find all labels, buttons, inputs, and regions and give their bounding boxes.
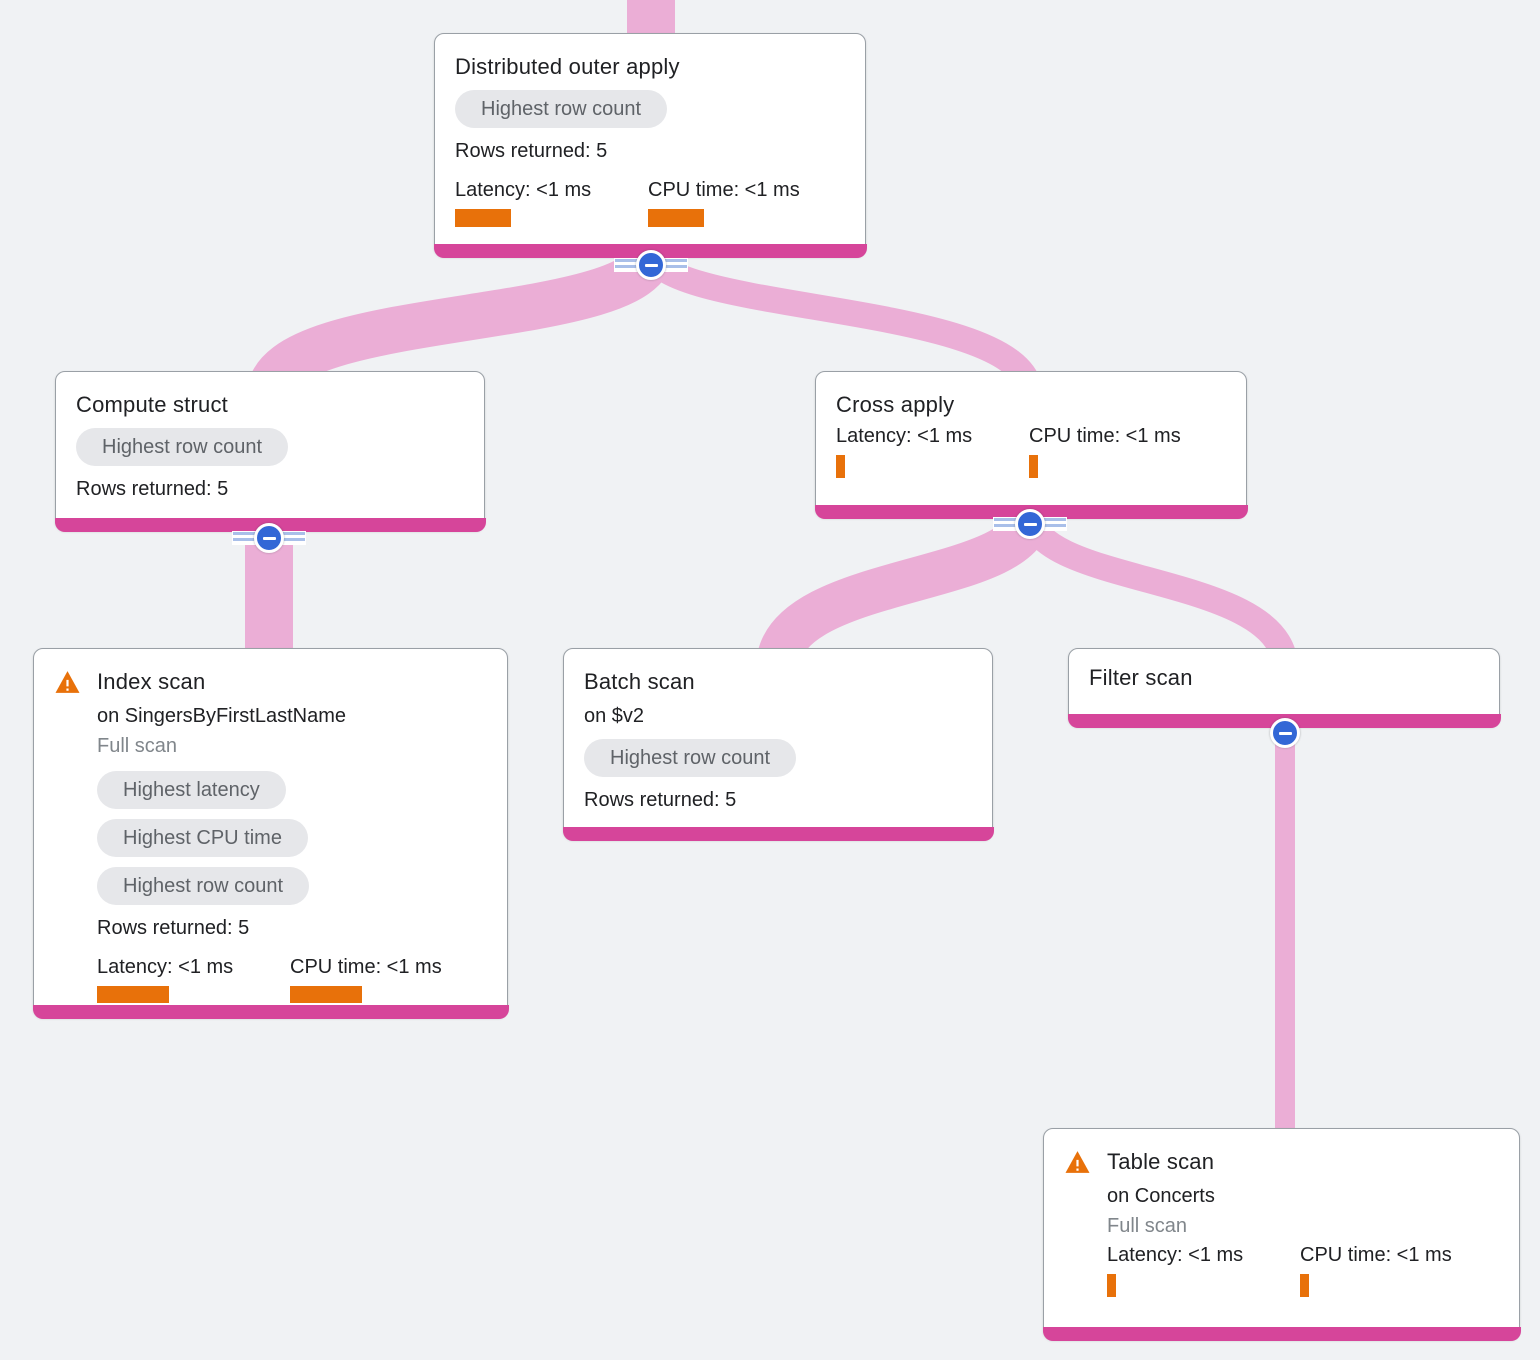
collapse-button-cross-apply[interactable] <box>993 509 1067 539</box>
cpu-time-bar <box>290 986 362 1003</box>
badge-highest-row-count: Highest row count <box>97 867 310 905</box>
scan-target-label: on $v2 <box>584 705 645 727</box>
badge-highest-row-count: Highest row count <box>455 90 668 128</box>
node-cross-apply[interactable]: Cross apply Latency: <1 ms CPU time: <1 … <box>814 371 1248 519</box>
latency-label: Latency: <1 ms <box>97 956 234 978</box>
node-title: Table scan <box>1107 1149 1215 1174</box>
node-table-scan[interactable]: Table scan on Concerts Full scan Latency… <box>1042 1128 1521 1341</box>
cpu-time-bar <box>1300 1274 1309 1297</box>
node-accent-bar <box>1042 1326 1521 1341</box>
edge-root-to-cross-apply <box>638 246 1043 397</box>
latency-label: Latency: <1 ms <box>1107 1244 1244 1266</box>
node-title: Distributed outer apply <box>455 54 680 79</box>
edge-cross-apply-to-filter-scan <box>1017 510 1298 670</box>
minus-circle-icon[interactable] <box>1015 509 1045 539</box>
rows-returned-label: Rows returned: 5 <box>97 917 250 939</box>
warning-triangle-icon <box>55 671 80 693</box>
collapse-button-distributed-outer-apply[interactable] <box>614 250 688 280</box>
rows-returned-label: Rows returned: 5 <box>584 789 737 811</box>
node-filter-scan[interactable]: Filter scan <box>1067 648 1501 728</box>
edge-root-to-compute-struct <box>247 245 674 399</box>
node-title: Filter scan <box>1089 665 1193 690</box>
cpu-time-label: CPU time: <1 ms <box>1029 425 1181 447</box>
badge-highest-latency: Highest latency <box>97 771 286 809</box>
latency-bar <box>836 455 845 478</box>
node-index-scan[interactable]: Index scan on SingersByFirstLastName Ful… <box>32 648 509 1019</box>
collapse-button-compute-struct[interactable] <box>232 523 306 553</box>
cpu-time-bar <box>1029 455 1038 478</box>
scan-type-label: Full scan <box>1107 1215 1188 1237</box>
badge-highest-row-count: Highest row count <box>76 428 289 466</box>
badge-highest-cpu-time: Highest CPU time <box>97 819 308 857</box>
collapse-button-filter-scan[interactable] <box>1248 718 1322 748</box>
rows-returned-label: Rows returned: 5 <box>455 140 608 162</box>
latency-bar <box>455 209 511 227</box>
latency-label: Latency: <1 ms <box>455 179 592 201</box>
warning-triangle-icon <box>1065 1151 1090 1173</box>
node-title: Index scan <box>97 669 206 694</box>
node-title: Compute struct <box>76 392 228 417</box>
scan-target-label: on SingersByFirstLastName <box>97 705 346 727</box>
scan-type-label: Full scan <box>97 735 178 757</box>
badge-highest-row-count: Highest row count <box>584 739 797 777</box>
cpu-time-label: CPU time: <1 ms <box>1300 1244 1452 1266</box>
latency-bar <box>1107 1274 1116 1297</box>
minus-circle-icon[interactable] <box>1270 718 1300 748</box>
minus-circle-icon[interactable] <box>636 250 666 280</box>
rows-returned-label: Rows returned: 5 <box>76 478 229 500</box>
cpu-time-label: CPU time: <1 ms <box>290 956 442 978</box>
minus-circle-icon[interactable] <box>254 523 284 553</box>
latency-label: Latency: <1 ms <box>836 425 973 447</box>
node-title: Cross apply <box>836 392 955 417</box>
cpu-time-label: CPU time: <1 ms <box>648 179 800 201</box>
node-compute-struct[interactable]: Compute struct Highest row count Rows re… <box>54 371 486 532</box>
latency-bar <box>97 986 169 1003</box>
node-accent-bar <box>32 1004 509 1019</box>
node-distributed-outer-apply[interactable]: Distributed outer apply Highest row coun… <box>433 33 867 258</box>
node-title: Batch scan <box>584 669 695 694</box>
scan-target-label: on Concerts <box>1107 1185 1215 1207</box>
cpu-time-bar <box>648 209 704 227</box>
node-batch-scan[interactable]: Batch scan on $v2 Highest row count Rows… <box>562 648 994 841</box>
node-accent-bar <box>562 826 994 841</box>
edge-cross-apply-to-batch-scan <box>756 508 1052 671</box>
